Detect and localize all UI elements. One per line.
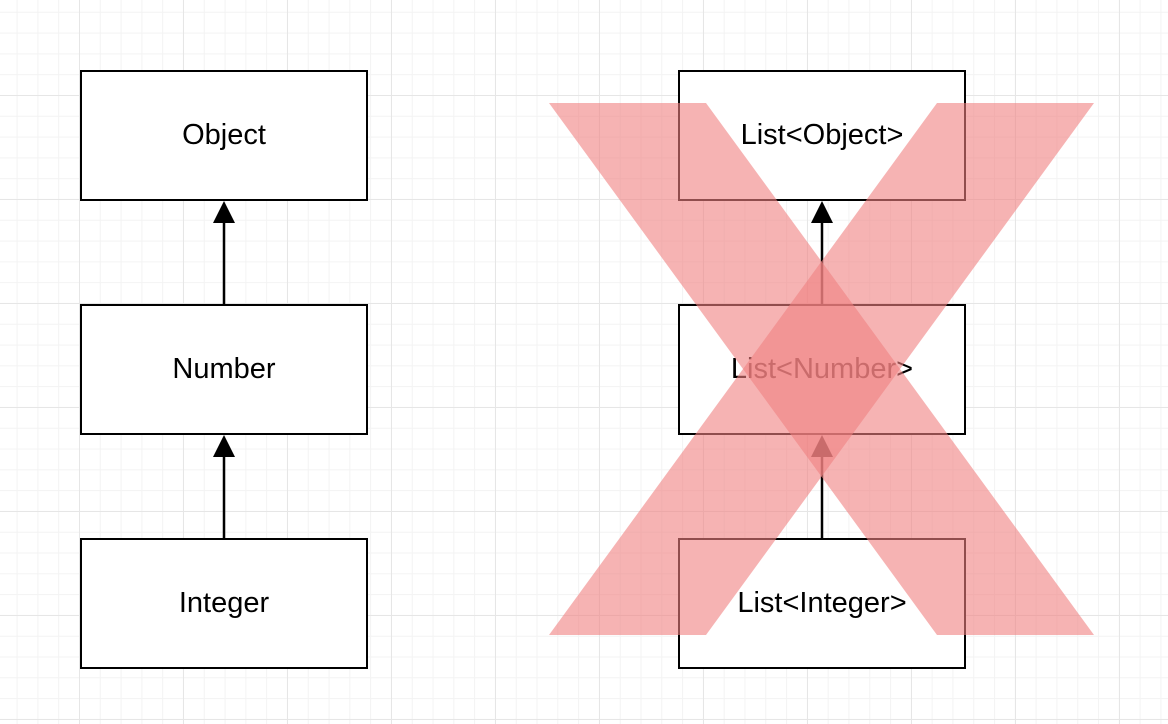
box-list-object-label: List<Object> [740, 119, 904, 151]
box-list-integer: List<Integer> [678, 538, 966, 669]
box-list-integer-label: List<Integer> [737, 587, 907, 619]
box-object: Object [80, 70, 368, 201]
box-integer: Integer [80, 538, 368, 669]
box-integer-label: Integer [178, 587, 270, 619]
box-number-label: Number [172, 353, 276, 385]
box-object-label: Object [182, 119, 266, 151]
box-list-number: List<Number> [678, 304, 966, 435]
arrow-integer-to-number [213, 435, 235, 538]
arrow-number-to-object [213, 201, 235, 304]
box-list-number-label: List<Number> [730, 353, 914, 385]
arrow-list-integer-to-list-number [811, 435, 833, 538]
box-list-object: List<Object> [678, 70, 966, 201]
arrow-list-number-to-list-object [811, 201, 833, 304]
box-number: Number [80, 304, 368, 435]
